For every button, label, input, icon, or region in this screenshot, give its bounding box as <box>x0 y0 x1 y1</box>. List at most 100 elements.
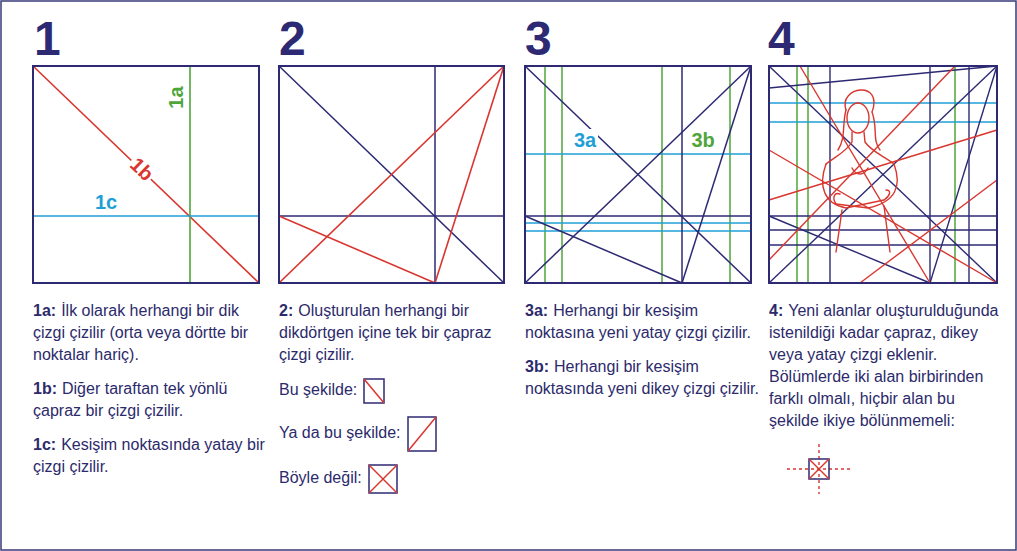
instruction-item: 2:Oluşturulan herhangi bir dikdörtgen iç… <box>279 300 517 366</box>
diagonal-line <box>769 150 997 283</box>
instruction-item: Ya da bu şekilde: <box>279 416 517 452</box>
vertical-line <box>829 66 830 283</box>
square-frame <box>369 465 397 493</box>
vertical-line <box>434 66 436 283</box>
diagonal-line <box>769 66 997 283</box>
step-number: 3 <box>525 15 552 63</box>
text-column: 2:Oluşturulan herhangi bir dikdörtgen iç… <box>279 300 517 506</box>
diagonal-line <box>769 66 997 283</box>
correct-example-icon <box>407 416 437 452</box>
diagonal-line <box>369 465 397 493</box>
step-code: 1a: <box>33 302 56 319</box>
diagonal-line <box>769 66 955 260</box>
instruction-item: 4:Yeni alanlar oluşturulduğunda istenild… <box>769 300 1009 432</box>
instruction-item: 1c:Kesişim noktasında yatay bir çizgi çi… <box>33 434 271 478</box>
arm <box>836 164 897 208</box>
step-code: 3b: <box>525 358 549 375</box>
instruction-item: 1a:İlk olarak herhangi bir dik çizgi çiz… <box>33 300 271 366</box>
instruction-text: İlk olarak herhangi bir dik çizgi çizili… <box>33 302 248 363</box>
neckline <box>852 168 868 174</box>
hand <box>834 190 890 204</box>
diagonal-line <box>525 66 751 283</box>
step-code: 4: <box>769 302 783 319</box>
diagonal-line <box>369 465 397 493</box>
horizontal-line <box>769 244 997 245</box>
hair <box>845 90 880 150</box>
diagonal-line <box>769 216 930 283</box>
symmetry-warning-icon <box>787 444 851 494</box>
diagonal-line <box>860 180 997 283</box>
diagonal-line <box>408 417 436 451</box>
diagonal-line <box>682 66 751 283</box>
instruction-text: Böyle değil: <box>279 469 362 486</box>
instruction-text: Yeni alanlar oluşturulduğunda istenildiğ… <box>769 302 998 429</box>
instruction-text: Herhangi bir kesişim noktasına yeni yata… <box>525 302 751 341</box>
text-column: 4:Yeni alanlar oluşturulduğunda istenild… <box>769 300 1009 506</box>
instruction-item: 1b:Diğer taraftan tek yönlü çapraz bir ç… <box>33 378 271 422</box>
horizontal-line <box>525 222 751 224</box>
square-frame <box>279 66 504 283</box>
instruction-item: 3b:Herhangi bir kesişim noktasında yeni … <box>525 356 763 400</box>
callout-label: 1b <box>123 151 159 187</box>
diagonal-line <box>364 379 384 403</box>
instruction-item: Bu şekilde: <box>279 378 517 404</box>
vertical-line <box>561 66 563 283</box>
arm <box>823 164 884 208</box>
square-frame <box>769 66 997 283</box>
step-code: 1c: <box>33 436 56 453</box>
panel-two-drawing <box>279 66 504 283</box>
horizontal-line <box>769 102 997 104</box>
diagonal-line <box>279 216 435 283</box>
vertical-line <box>681 66 683 283</box>
instruction-text: Ya da bu şekilde: <box>279 424 401 441</box>
neck-shoulder <box>864 132 894 164</box>
diagonal-line <box>435 66 504 283</box>
wrong-example-icon <box>368 464 398 494</box>
callout-label: 3b <box>690 129 717 152</box>
woman-illustration <box>823 90 898 252</box>
square-frame <box>33 66 259 283</box>
callout-label: 1a <box>165 84 188 110</box>
step-code: 1b: <box>33 380 57 397</box>
instruction-item <box>769 444 1009 494</box>
diagonal-line <box>800 66 930 283</box>
instruction-text: Herhangi bir kesişim noktasında yeni dik… <box>525 358 759 397</box>
diagonal-line <box>525 66 751 283</box>
square-frame <box>408 417 436 451</box>
diagonal-line <box>279 66 504 283</box>
panel-three-drawing <box>525 66 751 283</box>
instruction-text: Diğer taraftan tek yönlü çapraz bir çizg… <box>33 380 227 419</box>
hair <box>838 110 846 150</box>
panel-one-drawing <box>33 66 259 283</box>
diagonal-line <box>809 459 829 479</box>
step-number: 2 <box>279 15 306 63</box>
correct-example-icon <box>363 378 385 404</box>
torso <box>836 206 890 252</box>
vertical-line <box>729 66 731 283</box>
vertical-line <box>544 66 546 283</box>
step-number: 1 <box>34 15 61 63</box>
diagonal-line <box>33 66 259 283</box>
horizontal-line <box>525 215 751 217</box>
instruction-item: Böyle değil: <box>279 464 517 494</box>
vertical-line <box>661 66 663 283</box>
square-frame <box>525 66 751 283</box>
horizontal-line <box>769 121 997 123</box>
diagonal-line <box>809 459 829 479</box>
instruction-text: Oluşturulan herhangi bir dikdörtgen için… <box>279 302 492 363</box>
text-column: 3a:Herhangi bir kesişim noktasına yeni y… <box>525 300 763 412</box>
step-code: 3a: <box>525 302 548 319</box>
square-frame <box>809 459 829 479</box>
face <box>847 103 869 133</box>
vertical-line <box>968 66 969 283</box>
vertical-line <box>929 66 930 283</box>
neck-shoulder <box>826 132 852 164</box>
square-frame <box>364 379 384 403</box>
vertical-line <box>807 66 809 283</box>
instruction-item: 3a:Herhangi bir kesişim noktasına yeni y… <box>525 300 763 344</box>
vertical-line <box>954 66 956 283</box>
instruction-text: Bu şekilde: <box>279 381 357 398</box>
